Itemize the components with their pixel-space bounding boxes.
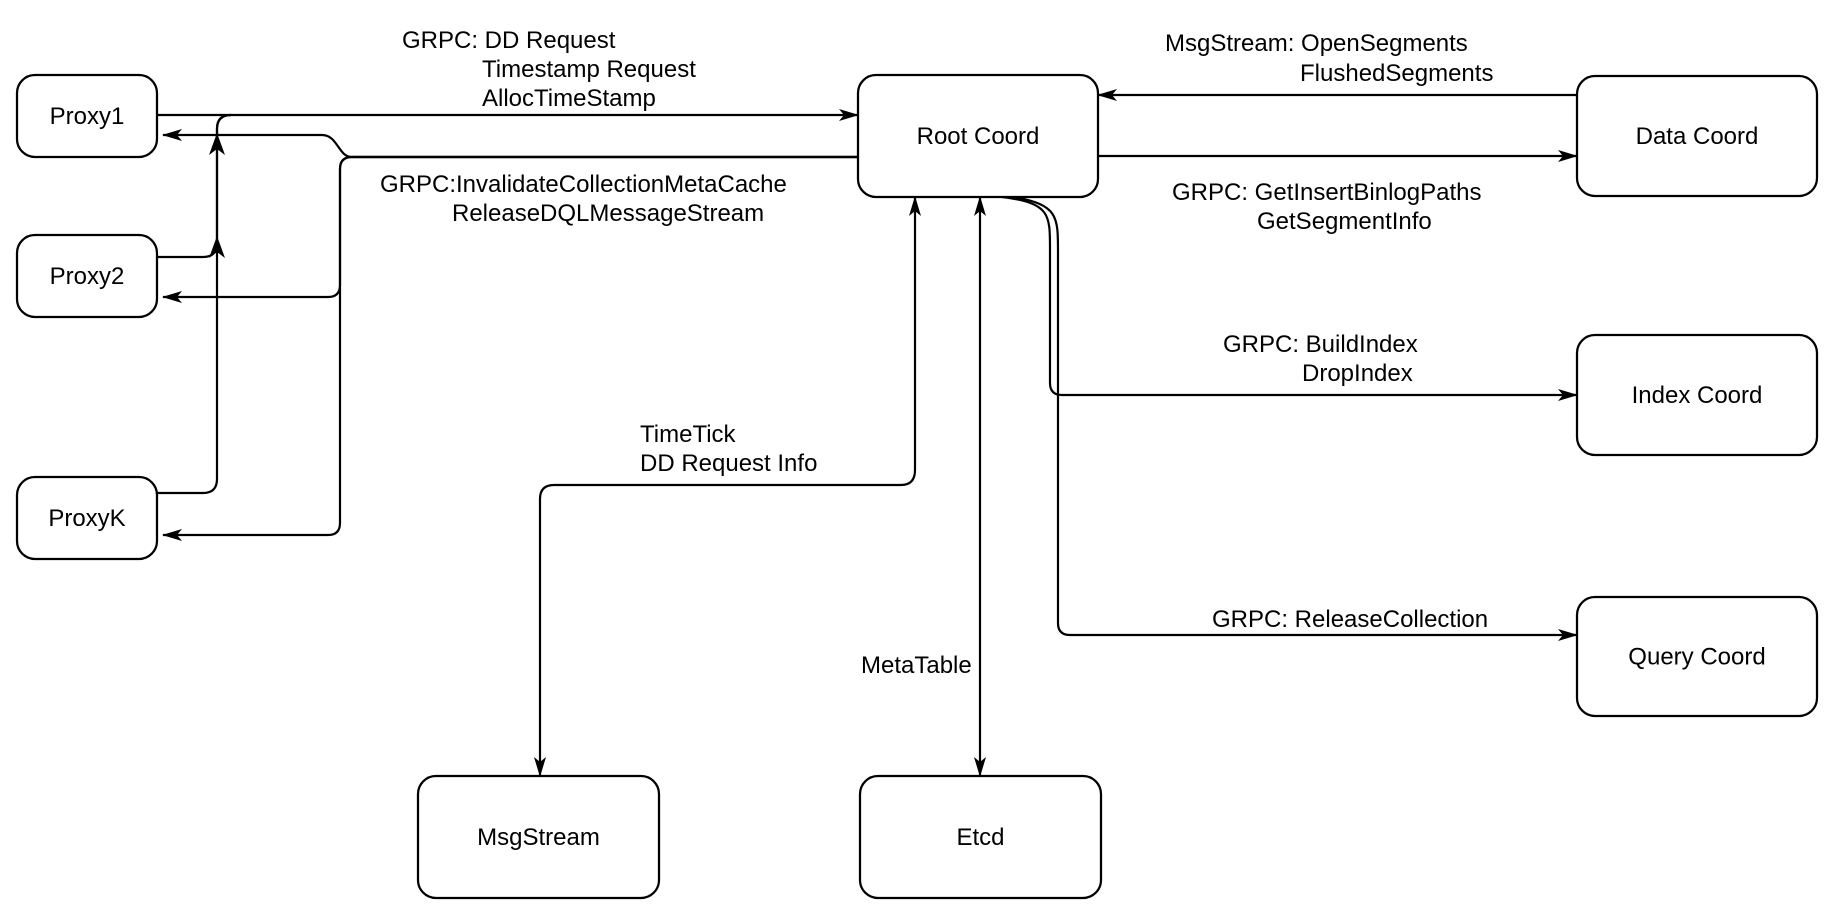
node-box-proxy1 — [15, 73, 159, 159]
label-grpc-invalidate-line-1: GRPC:InvalidateCollectionMetaCache — [380, 171, 787, 198]
node-box-data-coord — [1575, 74, 1819, 198]
merge-arrowhead-up-icon — [209, 133, 225, 155]
node-data-coord: Data Coord — [1575, 74, 1819, 198]
node-box-index-coord — [1575, 333, 1819, 457]
edge-root-to-query — [1013, 195, 1578, 641]
merge-arrowhead-up-icon — [209, 236, 225, 258]
label-grpc-dd-request-line-3: AllocTimeStamp — [482, 85, 656, 112]
label-timetick-line-1: TimeTick — [640, 421, 737, 448]
edge-root-to-proxyk — [162, 155, 858, 541]
node-label-proxyk: ProxyK — [48, 505, 125, 532]
edge-root-msgstream — [534, 196, 921, 777]
node-label-data-coord: Data Coord — [1636, 123, 1759, 150]
label-grpc-buildindex-line-2: DropIndex — [1302, 360, 1413, 387]
label-grpc-releasecollection-line-1: GRPC: ReleaseCollection — [1212, 606, 1488, 633]
label-grpc-binlog-line-1: GRPC: GetInsertBinlogPaths — [1172, 179, 1481, 206]
label-grpc-dd-request-line-1: GRPC: DD Request — [402, 27, 616, 54]
node-box-msgstream — [416, 774, 661, 900]
node-box-proxyk — [15, 475, 159, 561]
node-label-msgstream: MsgStream — [477, 824, 600, 851]
node-label-root-coord: Root Coord — [917, 123, 1040, 150]
label-grpc-binlog-line-2: GetSegmentInfo — [1257, 208, 1432, 235]
node-root-coord: Root Coord — [856, 73, 1100, 199]
node-index-coord: Index Coord — [1575, 333, 1819, 457]
node-query-coord: Query Coord — [1575, 595, 1819, 718]
edge-proxyk-merge — [157, 113, 232, 495]
label-metatable-line-1: MetaTable — [861, 652, 972, 679]
label-msgstream-segments-line-2: FlushedSegments — [1300, 60, 1493, 87]
edge-root-to-proxy1 — [162, 129, 858, 159]
node-label-etcd: Etcd — [956, 824, 1004, 851]
label-grpc-dd-request-line-2: Timestamp Request — [482, 56, 696, 83]
label-grpc-buildindex-line-1: GRPC: BuildIndex — [1223, 331, 1418, 358]
node-proxyk: ProxyK — [15, 475, 159, 561]
label-grpc-invalidate-line-2: ReleaseDQLMessageStream — [452, 200, 764, 227]
node-box-etcd — [858, 774, 1103, 900]
edge-root-to-index — [1001, 195, 1578, 401]
node-label-query-coord: Query Coord — [1628, 644, 1765, 671]
node-proxy1: Proxy1 — [15, 73, 159, 159]
node-box-proxy2 — [15, 233, 159, 319]
node-box-query-coord — [1575, 595, 1819, 718]
node-label-proxy1: Proxy1 — [50, 103, 125, 130]
label-timetick-line-2: DD Request Info — [640, 450, 817, 477]
node-box-root-coord — [856, 73, 1100, 199]
node-msgstream: MsgStream — [416, 774, 661, 900]
node-label-proxy2: Proxy2 — [50, 263, 125, 290]
node-etcd: Etcd — [858, 774, 1103, 900]
node-proxy2: Proxy2 — [15, 233, 159, 319]
node-label-index-coord: Index Coord — [1632, 382, 1763, 409]
label-msgstream-segments-line-1: MsgStream: OpenSegments — [1165, 30, 1468, 57]
edge-proxy2-merge — [157, 113, 232, 259]
